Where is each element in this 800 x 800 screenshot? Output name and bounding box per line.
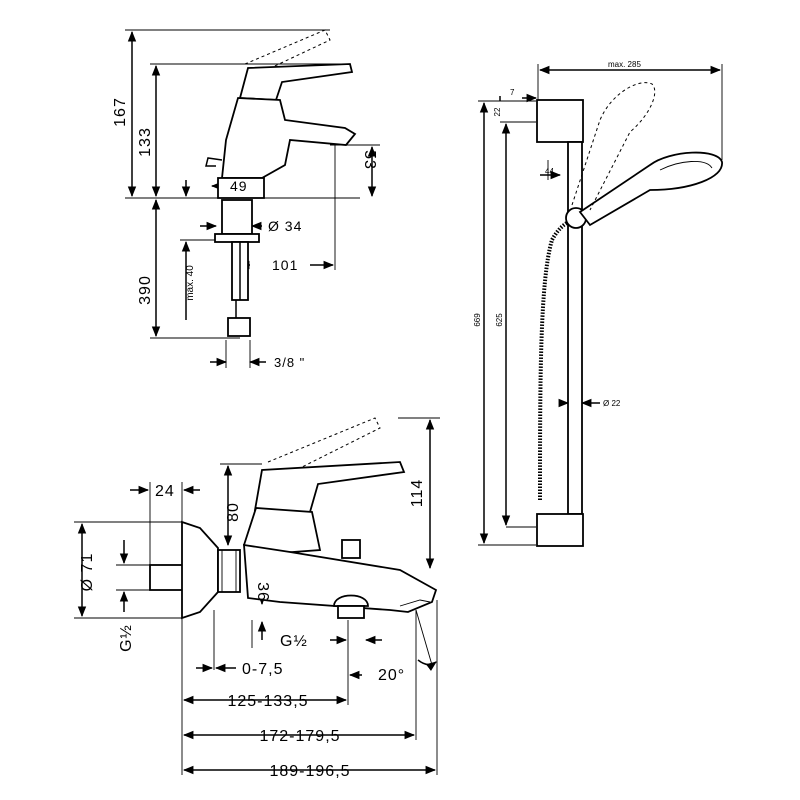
shower-set-drawing: max. 285 7 22 44 669 625 Ø 22 (473, 60, 723, 547)
dim-height-total: 167 (112, 97, 129, 127)
dim-thread-left: G½ (118, 624, 135, 652)
dim-max-reach: max. 285 (608, 60, 641, 69)
dim-thread-bottom: G½ (280, 633, 308, 650)
dim-depth-24: 24 (155, 483, 175, 500)
dim-length-2: 172-179,5 (259, 728, 340, 745)
dim-max-thickness: max. 40 (185, 265, 196, 301)
dim-adjust: 0-7,5 (242, 661, 283, 678)
basin-mixer-drawing: 167 133 53 49 Ø 34 max. 40 390 101 3/8 " (112, 29, 380, 370)
dim-length-3: 189-196,5 (269, 763, 350, 780)
bath-mixer-drawing: 24 80 114 Ø 71 G½ 36 G½ 0-7,5 20° 125-13… (74, 417, 440, 780)
dim-rosette-diameter: Ø 71 (79, 553, 96, 592)
dim-depth: 390 (137, 275, 154, 305)
dim-length-1: 125-133,5 (227, 693, 308, 710)
dim-bar-diameter: Ø 22 (603, 399, 621, 408)
dim-height-114: 114 (409, 479, 426, 508)
dim-hole-diameter: Ø 34 (268, 218, 302, 234)
dim-height-spout: 133 (137, 127, 154, 157)
dim-offset: 7 (510, 88, 515, 97)
dim-connection: 3/8 " (274, 355, 305, 370)
dim-height-80: 80 (225, 502, 242, 522)
dim-bar-height: 625 (495, 313, 504, 327)
dim-top-height: 22 (493, 107, 502, 116)
dim-angle: 20° (378, 667, 405, 684)
dim-reach: 101 (272, 257, 298, 273)
dim-total-height: 669 (473, 313, 482, 327)
dim-spout-clearance: 53 (361, 150, 378, 170)
dim-height-36: 36 (254, 582, 271, 602)
dim-bracket: 44 (545, 167, 554, 176)
dim-base-width: 49 (230, 178, 248, 194)
